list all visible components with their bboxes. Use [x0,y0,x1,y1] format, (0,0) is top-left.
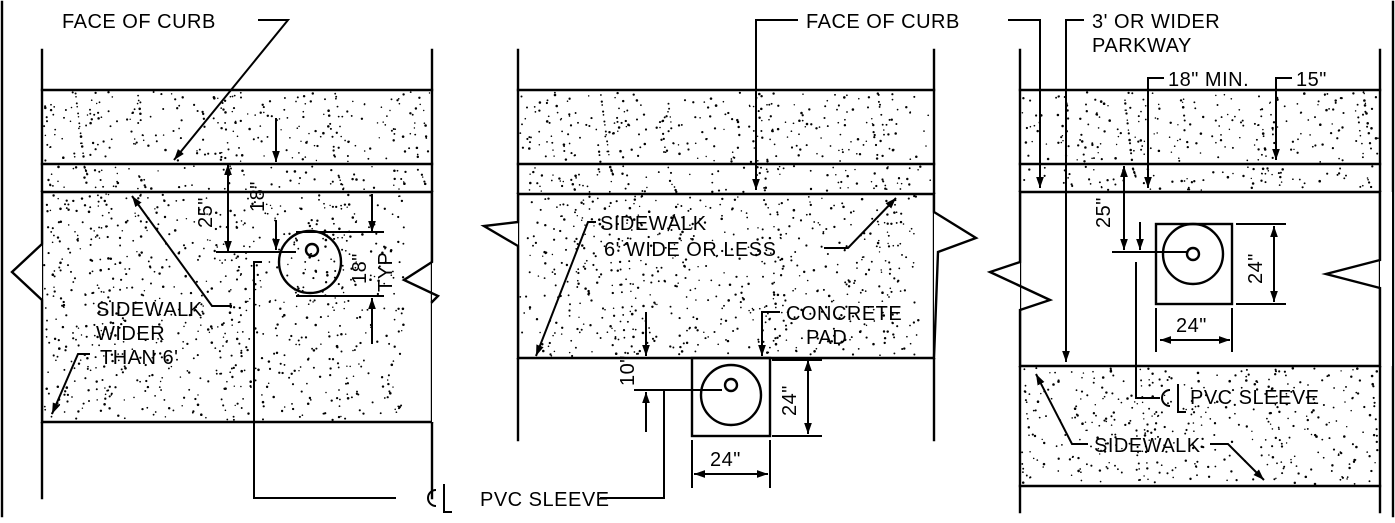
left-band-lines [40,88,434,424]
left-sleeve-circle [277,229,343,295]
right-parkway1-label: 3' OR WIDER [1092,11,1220,33]
middle-sidewalk-label: SIDEWALK [600,213,707,235]
centerline-symbol-icon [427,484,452,513]
right-parkway2-label: PARKWAY [1092,35,1192,57]
left-frame [40,48,434,500]
middle-concrete-pad [690,356,772,438]
right-sleeve-circle [1161,222,1225,286]
right-dim-24v-label: 24" [1245,253,1267,284]
left-dim-25-label: 25" [195,197,217,228]
middle-sleeve-circle [699,363,763,427]
middle-sleeve-hole [723,377,739,393]
middle-width-note-label: 6' WIDE OR LESS [604,239,776,261]
left-detail [10,19,444,500]
middle-band-lines [516,88,936,360]
right-dim-18min-label: 18" MIN. [1168,69,1249,91]
left-sleeve-hole [304,242,320,258]
left-than-label: THAN 6' [100,347,178,369]
middle-face-of-curb-label: FACE OF CURB [806,11,960,33]
left-wider-label: WIDER [96,323,165,345]
left-typ-label: TYP. [375,248,397,292]
left-break-line [10,190,44,424]
right-band-lines [1018,88,1382,488]
middle-dim-24v-label: 24" [779,385,801,416]
right-pvc-sleeve-label: PVC SLEEVE [1190,387,1320,409]
concrete-stipple [43,91,1379,486]
left-dim-18-label: 18" [247,181,269,212]
middle-dim-24h-label: 24" [710,449,741,471]
middle-concrete-label: CONCRETE [786,303,902,325]
right-detail [986,19,1392,514]
middle-break-line [480,192,520,360]
right-sleeve-hole [1185,246,1201,262]
right-centerline-symbol-icon [1161,384,1186,413]
right-break-line [986,190,1054,368]
left-sidewalk-label: SIDEWALK [96,299,203,321]
pvc-sleeve-label: PVC SLEEVE [480,489,610,511]
right-dim-24h-label: 24" [1176,315,1207,337]
right-dim-25-label: 25" [1093,197,1115,228]
middle-detail [480,19,979,499]
right-sidewalk-label: SIDEWALK [1094,435,1201,457]
left-face-of-curb-label: FACE OF CURB [62,11,216,33]
right-dim-15-label: 15" [1296,69,1327,91]
left-dim-18b-label: 18" [349,253,371,284]
left-break-line-r [401,190,441,304]
middle-break-line-r [932,192,979,360]
middle-pad-label: PAD [806,327,847,349]
middle-dim-10-label: 10" [617,355,639,386]
right-break-line-r [1321,190,1382,368]
